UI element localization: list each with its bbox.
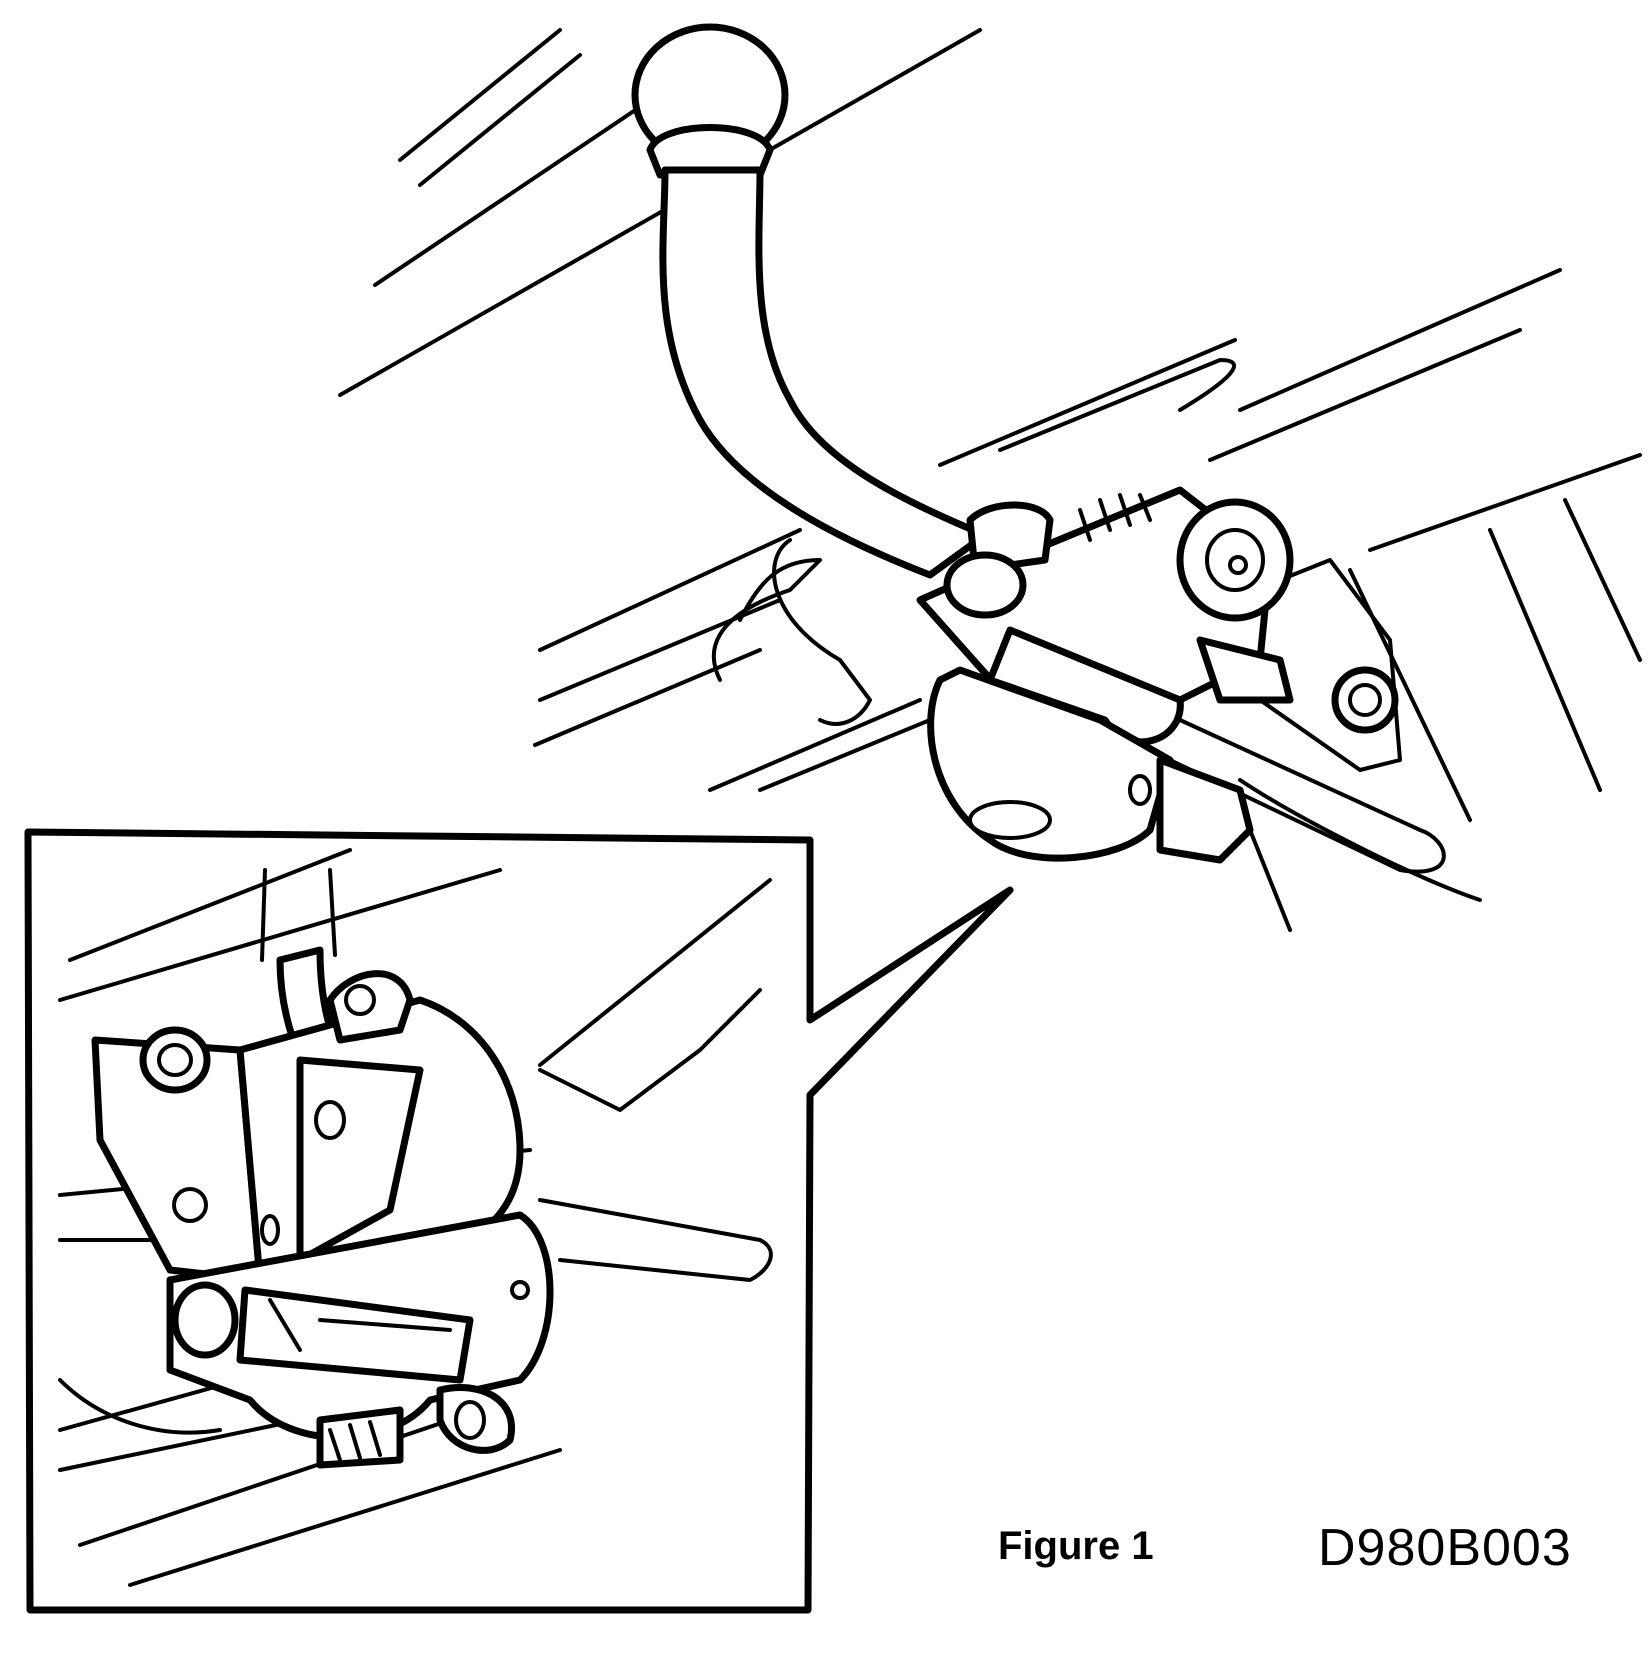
tow-ball-neck xyxy=(631,23,989,579)
figure-label: Figure 1 xyxy=(998,1524,1154,1568)
drawing-code: D980B003 xyxy=(1318,1519,1572,1577)
hitch-mount-assembly xyxy=(916,486,1399,864)
underbody-lines xyxy=(338,28,1642,932)
detail-inset xyxy=(24,828,1014,1614)
